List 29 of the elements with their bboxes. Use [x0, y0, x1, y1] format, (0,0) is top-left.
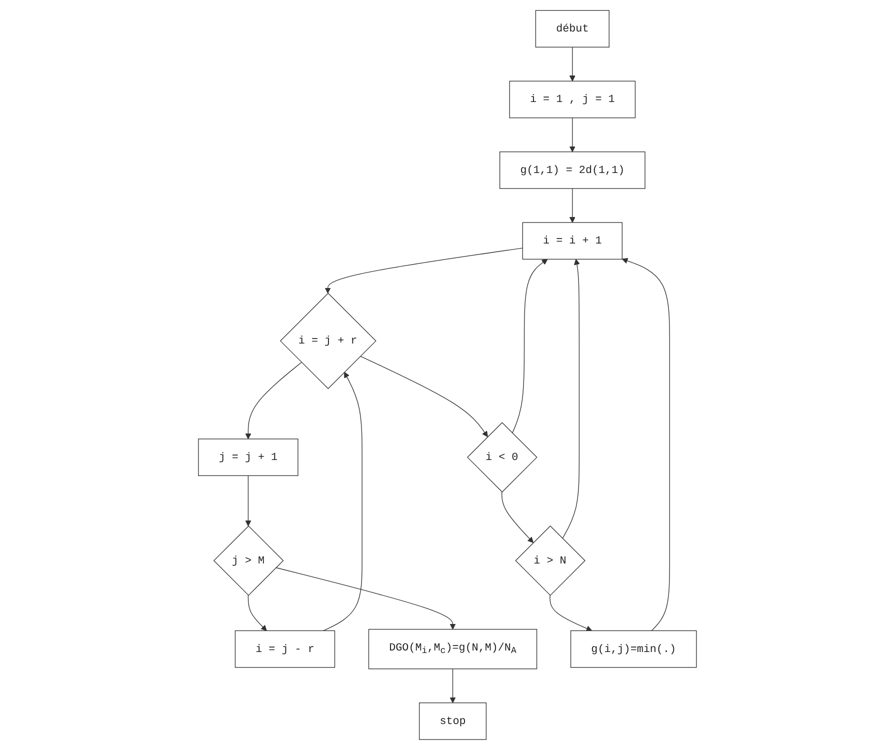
arrow — [512, 258, 548, 434]
node-box: i = i + 1 — [522, 222, 622, 260]
arrow — [449, 668, 456, 704]
arrow — [569, 118, 575, 152]
node-box: stop — [418, 702, 486, 740]
arrow — [244, 475, 251, 526]
arrow — [275, 567, 456, 630]
arrow — [322, 372, 362, 632]
arrow — [324, 248, 523, 294]
node-box: i = j - r — [234, 630, 335, 668]
node-diamond: i = j + r — [280, 292, 376, 390]
node-box: j = j + 1 — [198, 438, 298, 476]
arrow — [360, 356, 488, 438]
node-box: DGO(M$_{i}$,M$_{c}$)=g(N,M)/N$_{A}$ — [368, 628, 537, 670]
arrow — [247, 594, 266, 631]
arrow — [244, 362, 302, 440]
node-box: i = 1 , j = 1 — [508, 80, 636, 118]
node-box: g(1,1) = 2d(1,1) — [499, 152, 645, 189]
node-diamond: j > M — [212, 526, 284, 596]
arrow — [501, 492, 534, 543]
node-diamond: i < 0 — [466, 422, 537, 492]
node-box: g(i,j)=min(.) — [570, 630, 696, 668]
arrow — [569, 188, 575, 223]
arrow — [549, 594, 592, 632]
node-diamond: i > N — [514, 526, 586, 596]
node-box: début — [534, 10, 610, 48]
arrow — [569, 46, 575, 82]
arrow — [562, 258, 580, 539]
arrow — [621, 258, 670, 632]
